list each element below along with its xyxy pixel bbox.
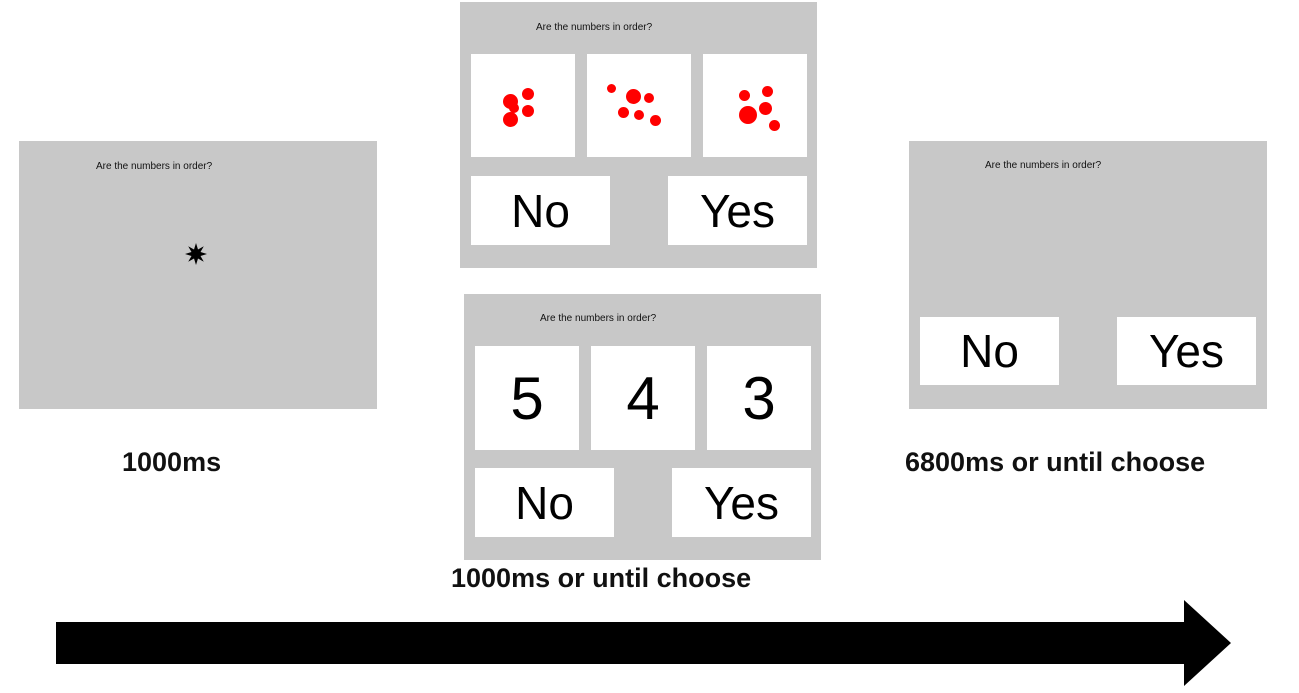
yes-button[interactable]: Yes [1117, 317, 1256, 385]
dot [618, 107, 629, 118]
dot [509, 103, 519, 113]
no-button[interactable]: No [475, 468, 614, 537]
dots-stimulus-screen: Are the numbers in order? No Yes [460, 2, 817, 268]
question-text: Are the numbers in order? [96, 161, 213, 172]
dot [762, 86, 773, 97]
dot [607, 84, 616, 93]
dot [503, 112, 518, 127]
caption-fixation-duration: 1000ms [122, 447, 222, 477]
no-button[interactable]: No [920, 317, 1059, 385]
dot [522, 88, 534, 100]
response-screen: Are the numbers in order? No Yes [909, 141, 1267, 409]
digit-card-3: 3 [707, 346, 811, 450]
dot-card-2 [587, 54, 691, 157]
caption-response-duration: 6800ms or until choose [905, 447, 1206, 477]
dot [739, 90, 750, 101]
dot [759, 102, 772, 115]
dot [522, 105, 534, 117]
digit-card-1: 5 [475, 346, 579, 450]
dot [634, 110, 644, 120]
digits-stimulus-screen: Are the numbers in order? 5 4 3 No Yes [464, 294, 821, 560]
dot [650, 115, 661, 126]
dot [769, 120, 780, 131]
digit-card-2: 4 [591, 346, 695, 450]
dot-card-1 [471, 54, 575, 157]
question-text: Are the numbers in order? [985, 160, 1102, 171]
yes-button[interactable]: Yes [668, 176, 807, 245]
dot [644, 93, 654, 103]
dot-card-3 [703, 54, 807, 157]
no-button[interactable]: No [471, 176, 610, 245]
question-text: Are the numbers in order? [536, 22, 653, 33]
fixation-star-icon [185, 243, 207, 265]
question-text: Are the numbers in order? [540, 313, 657, 324]
yes-button[interactable]: Yes [672, 468, 811, 537]
dot [739, 106, 757, 124]
fixation-screen: Are the numbers in order? [19, 141, 377, 409]
dot [626, 89, 641, 104]
caption-stimulus-duration: 1000ms or until choose [451, 563, 752, 593]
timeline-arrow-icon [56, 600, 1231, 686]
